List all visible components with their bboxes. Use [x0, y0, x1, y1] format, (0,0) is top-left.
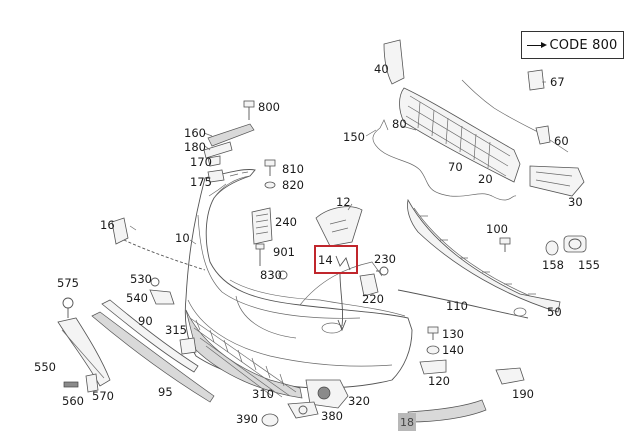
label-175: 175 [190, 175, 212, 189]
label-95: 95 [158, 385, 173, 399]
label-240: 240 [275, 215, 297, 229]
label-160: 160 [184, 126, 206, 140]
side-bracket-set [203, 123, 255, 183]
label-80: 80 [392, 117, 407, 131]
code-legend: CODE 800 [521, 31, 624, 59]
label-310: 310 [252, 387, 274, 401]
label-14: 14 [318, 253, 333, 267]
label-540: 540 [126, 291, 148, 305]
clip-190 [495, 367, 525, 385]
license-plate-mount [57, 297, 111, 393]
wiring-harness [372, 79, 551, 201]
label-830: 830 [260, 268, 282, 282]
label-30: 30 [568, 195, 583, 209]
clip-67 [527, 69, 545, 91]
bumper-cover [184, 169, 413, 389]
label-40: 40 [374, 62, 389, 76]
label-155: 155 [578, 258, 600, 272]
label-60: 60 [554, 134, 569, 148]
label-550: 550 [34, 360, 56, 374]
label-820: 820 [282, 178, 304, 192]
label-180: 180 [184, 140, 206, 154]
label-90: 90 [138, 314, 153, 328]
highlight-box [314, 245, 358, 274]
label-800: 800 [258, 100, 280, 114]
bumper-lip [397, 289, 529, 319]
lower-strip [407, 399, 487, 423]
tow-hook-cover [111, 217, 206, 271]
parking-sensor [545, 235, 587, 256]
label-901: 901 [273, 245, 295, 259]
label-12: 12 [336, 195, 351, 209]
label-110: 110 [446, 299, 468, 313]
side-trim-strip [91, 299, 215, 403]
label-150: 150 [343, 130, 365, 144]
label-130: 130 [442, 327, 464, 341]
label-530: 530 [130, 272, 152, 286]
label-140: 140 [442, 343, 464, 357]
label-16: 16 [100, 218, 115, 232]
lower-spoiler [407, 198, 561, 313]
label-220: 220 [362, 292, 384, 306]
label-70: 70 [448, 160, 463, 174]
washer-cover [315, 206, 363, 247]
bolt-800 [243, 100, 255, 120]
label-560: 560 [62, 394, 84, 408]
lower-grille [185, 309, 303, 399]
label-170: 170 [190, 155, 212, 169]
mount-120 [419, 326, 447, 375]
label-10: 10 [175, 231, 190, 245]
bracket-14 [335, 255, 351, 332]
label-100: 100 [486, 222, 508, 236]
label-810: 810 [282, 162, 304, 176]
part-labels: 800 160 180 170 175 810 820 240 901 830 … [34, 62, 600, 426]
label-158: 158 [542, 258, 564, 272]
label-575: 575 [57, 276, 79, 290]
label-120: 120 [428, 374, 450, 388]
small-fasteners [255, 243, 288, 280]
impact-absorber [383, 39, 521, 183]
reflector-315 [179, 337, 197, 355]
label-20: 20 [478, 172, 493, 186]
cap-230-220 [359, 266, 389, 297]
label-67: 67 [550, 75, 565, 89]
label-570: 570 [92, 389, 114, 403]
fog-lamp-frame [261, 379, 349, 427]
clip-810 [264, 159, 276, 189]
label-390: 390 [236, 412, 258, 426]
arrow-right-icon [527, 41, 548, 48]
page-number: 18 [398, 413, 416, 431]
sensor-bracket [149, 277, 175, 305]
bracket-30 [529, 165, 585, 197]
leader-lines [129, 81, 569, 245]
legend-text: CODE 800 [549, 37, 618, 53]
label-230: 230 [374, 252, 396, 266]
label-190: 190 [512, 387, 534, 401]
bolt-100 [499, 237, 511, 252]
label-380: 380 [321, 409, 343, 423]
label-320: 320 [348, 394, 370, 408]
label-315: 315 [165, 323, 187, 337]
sensor-box [251, 207, 273, 245]
label-50: 50 [547, 305, 562, 319]
